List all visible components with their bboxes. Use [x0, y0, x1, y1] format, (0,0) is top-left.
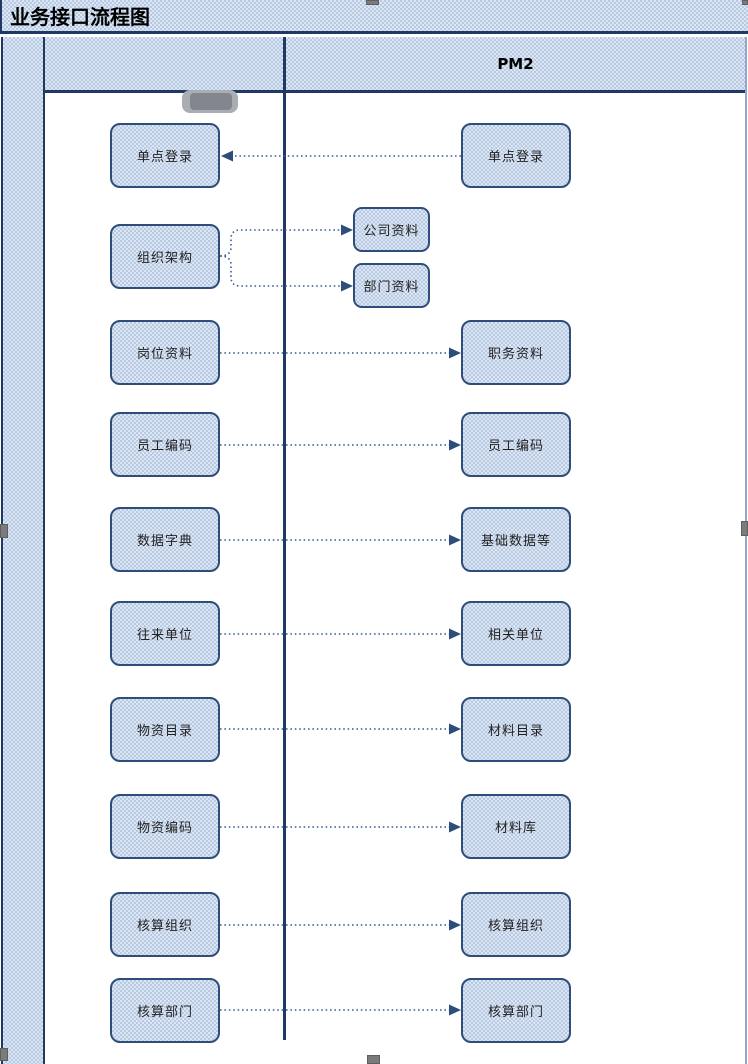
- shape-label: 相关单位: [487, 628, 544, 643]
- shape-material-catalog-left[interactable]: 物资目录: [110, 697, 220, 762]
- page-title: 业务接口流程图: [10, 5, 150, 29]
- connector-org-to-department: [219, 255, 341, 287]
- pool-label-strip[interactable]: [1, 37, 45, 1064]
- selection-handle-top-center[interactable]: [366, 0, 379, 5]
- arrowhead-employee: [449, 439, 461, 451]
- arrowhead-units: [449, 628, 461, 640]
- selection-handle-top-right[interactable]: [742, 0, 748, 5]
- shape-job-data[interactable]: 职务资料: [461, 320, 571, 385]
- shape-employee-code-left[interactable]: 员工编码: [110, 412, 220, 477]
- shape-accounting-dept-left[interactable]: 核算部门: [110, 978, 220, 1043]
- shape-base-data[interactable]: 基础数据等: [461, 507, 571, 572]
- shape-label: 单点登录: [136, 150, 193, 165]
- arrowhead-material-lib: [449, 821, 461, 833]
- shape-material-catalog-right[interactable]: 材料目录: [461, 697, 571, 762]
- redacted-blob: [182, 90, 238, 113]
- shape-label: 单点登录: [487, 150, 544, 165]
- shape-material-library[interactable]: 材料库: [461, 794, 571, 859]
- selection-handle-bottom-center[interactable]: [367, 1055, 380, 1064]
- arrowhead-accounting-dept: [449, 1004, 461, 1016]
- diagram-title-bar: 业务接口流程图: [0, 0, 748, 34]
- shape-accounting-org-right[interactable]: 核算组织: [461, 892, 571, 957]
- shape-label: 物资目录: [136, 724, 193, 739]
- shape-related-units[interactable]: 相关单位: [461, 601, 571, 666]
- shape-position-data[interactable]: 岗位资料: [110, 320, 220, 385]
- arrowhead-department: [341, 280, 353, 292]
- shape-data-dictionary[interactable]: 数据字典: [110, 507, 220, 572]
- shape-label: 材料目录: [487, 724, 544, 739]
- shape-trading-units[interactable]: 往来单位: [110, 601, 220, 666]
- arrowhead-basedata: [449, 534, 461, 546]
- shape-label: 材料库: [494, 821, 537, 836]
- shape-accounting-dept-right[interactable]: 核算部门: [461, 978, 571, 1043]
- selection-handle-right-middle[interactable]: [741, 521, 748, 536]
- shape-label: 基础数据等: [480, 534, 551, 549]
- shape-label: 职务资料: [487, 347, 544, 362]
- arrowhead-accounting-org: [449, 919, 461, 931]
- shape-department-data[interactable]: 部门资料: [353, 263, 430, 308]
- shape-company-data[interactable]: 公司资料: [353, 207, 430, 252]
- arrowhead-job: [449, 347, 461, 359]
- lane-divider-line: [283, 37, 286, 1040]
- lane-header-pm2-label: PM2: [497, 54, 534, 73]
- shape-label: 核算组织: [136, 919, 193, 934]
- shape-label: 公司资料: [363, 224, 420, 239]
- shape-label: 核算组织: [487, 919, 544, 934]
- shape-label: 物资编码: [136, 821, 193, 836]
- shape-material-code-left[interactable]: 物资编码: [110, 794, 220, 859]
- redacted-blob-core: [190, 93, 232, 110]
- lane-header-left[interactable]: [45, 37, 283, 113]
- arrowhead-material-catalog: [449, 723, 461, 735]
- shape-employee-code-right[interactable]: 员工编码: [461, 412, 571, 477]
- selection-handle-bottom-left[interactable]: [0, 1048, 8, 1061]
- shape-label: 岗位资料: [136, 347, 193, 362]
- arrowhead-left-sso: [221, 150, 233, 162]
- connector-org-to-company: [219, 229, 341, 257]
- shape-label: 核算部门: [136, 1005, 193, 1020]
- shape-org-structure[interactable]: 组织架构: [110, 224, 220, 289]
- arrowhead-company: [341, 224, 353, 236]
- shape-label: 数据字典: [136, 534, 193, 549]
- shape-label: 员工编码: [487, 439, 544, 454]
- shape-sso-left[interactable]: 单点登录: [110, 123, 220, 188]
- diagram-right-border: [745, 37, 747, 1064]
- shape-label: 核算部门: [487, 1005, 544, 1020]
- shape-label: 员工编码: [136, 439, 193, 454]
- lane-header-pm2[interactable]: PM2: [286, 37, 745, 93]
- shape-sso-right[interactable]: 单点登录: [461, 123, 571, 188]
- selection-handle-left-middle[interactable]: [0, 524, 8, 538]
- shape-label: 部门资料: [363, 280, 420, 295]
- shape-label: 往来单位: [136, 628, 193, 643]
- shape-label: 组织架构: [136, 251, 193, 266]
- shape-accounting-org-left[interactable]: 核算组织: [110, 892, 220, 957]
